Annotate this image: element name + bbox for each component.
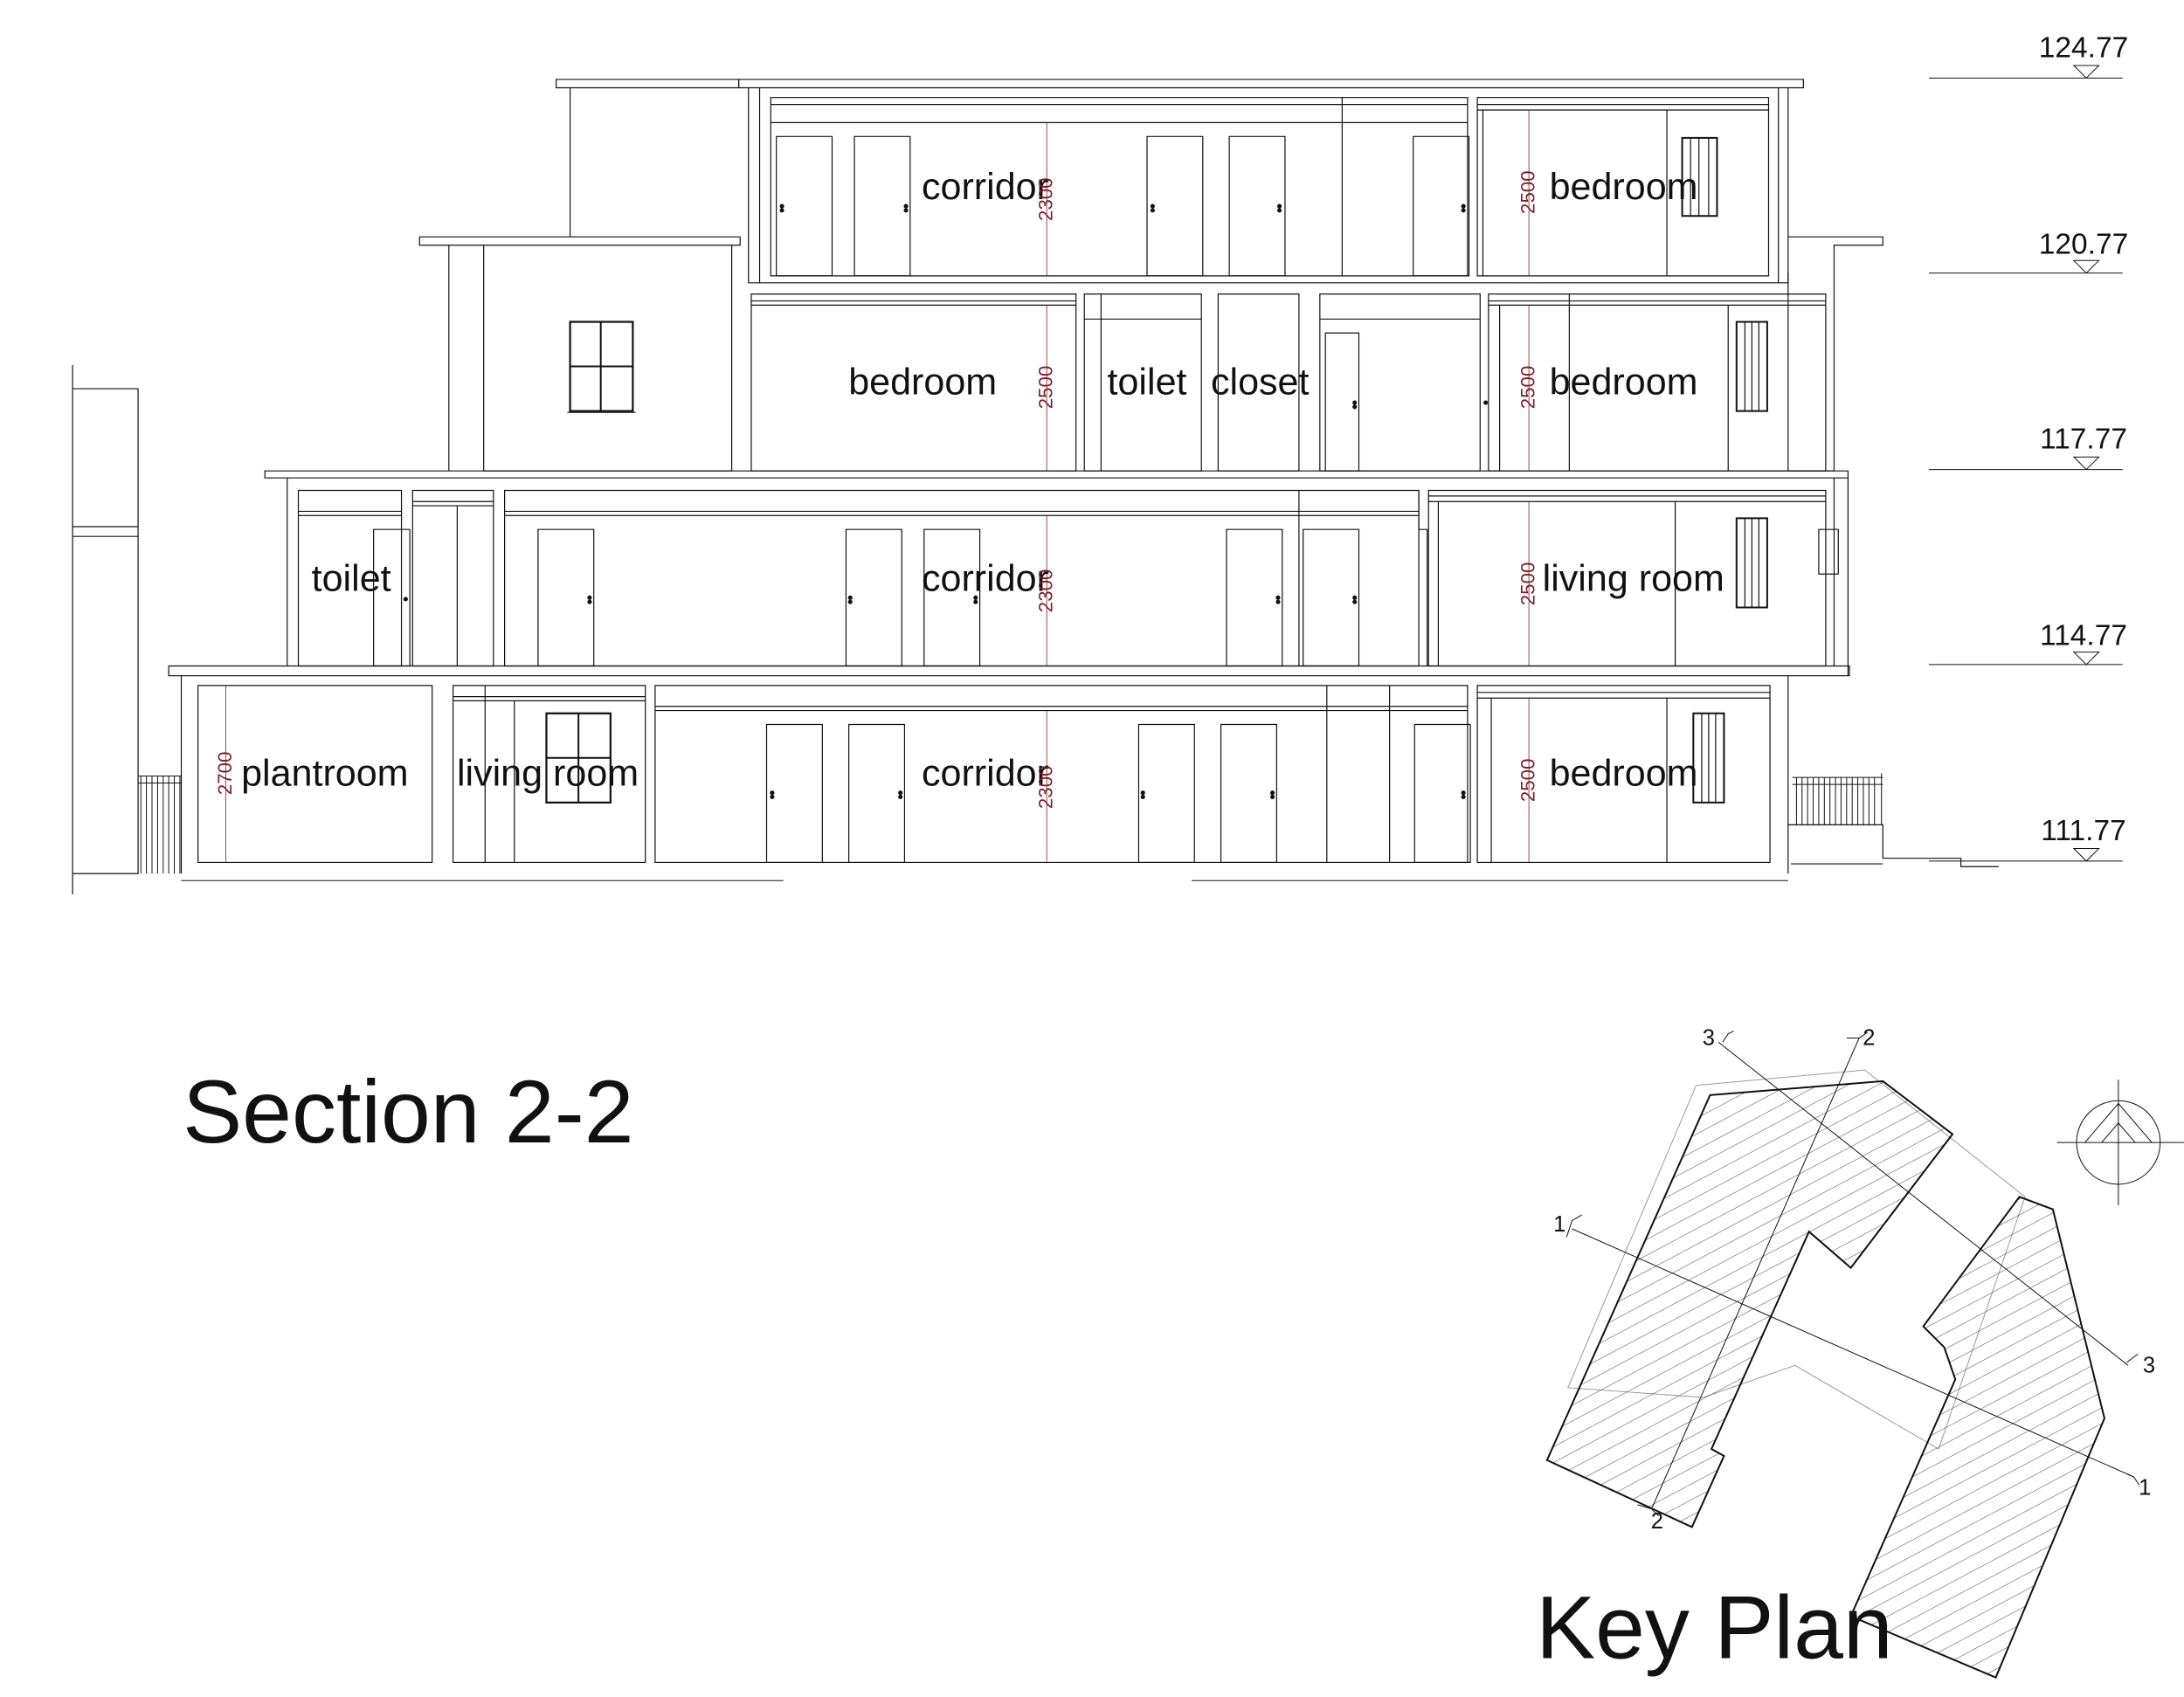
- key-plan-title: Key Plan: [1536, 1577, 1893, 1677]
- neighbour-building: [73, 365, 138, 894]
- dim-ground-bedroom: 2500: [1517, 758, 1538, 802]
- left-railing: [138, 776, 181, 874]
- room-label-ground-living-room: living room: [457, 753, 639, 795]
- ground-floor: [198, 686, 1770, 863]
- dim-second-bedroom-left: 2500: [1035, 366, 1057, 410]
- dimension-lines: [226, 110, 1530, 862]
- level-markers: [1929, 66, 2123, 861]
- right-railing: [1793, 773, 1883, 824]
- level-label-3: 117.77: [2040, 424, 2127, 456]
- cut-label-1-start: 1: [1553, 1212, 1565, 1237]
- room-label-third-living-room: living room: [1543, 557, 1724, 599]
- dim-top-corridor: 2300: [1035, 177, 1057, 221]
- dim-third-corridor: 2300: [1035, 569, 1057, 613]
- outer-shell: [169, 79, 1999, 873]
- cut-label-3-end: 3: [2143, 1353, 2155, 1377]
- level-label-1: 124.77: [2039, 31, 2128, 64]
- room-label-second-toilet: toilet: [1108, 361, 1187, 403]
- level-label-4: 114.77: [2040, 620, 2127, 652]
- dim-top-bedroom: 2500: [1517, 170, 1538, 214]
- dimension-labels: 2300 2500 2500 2500 2300 2500 2700 2300 …: [214, 170, 1539, 809]
- third-floor: [299, 491, 1826, 666]
- level-label-2: 120.77: [2039, 228, 2128, 260]
- room-label-third-toilet: toilet: [312, 557, 391, 599]
- dim-second-bedroom-right: 2500: [1517, 366, 1538, 410]
- stair-block-window: [567, 322, 635, 413]
- dim-ground-plantroom: 2700: [214, 752, 236, 796]
- room-label-third-corridor: corridor: [922, 557, 1049, 599]
- second-floor: [751, 294, 1826, 472]
- room-label-ground-corridor: corridor: [922, 753, 1049, 795]
- room-labels: corridor bedroom bedroom toilet closet b…: [241, 166, 1724, 795]
- room-label-second-bedroom-left: bedroom: [848, 361, 997, 403]
- building-wing: [1851, 1197, 2105, 1677]
- north-arrow-icon: [2057, 1080, 2184, 1205]
- room-label-top-corridor: corridor: [922, 166, 1049, 208]
- room-label-second-bedroom-right: bedroom: [1550, 361, 1698, 403]
- building-section: [73, 79, 1999, 894]
- top-floor: [771, 98, 1768, 276]
- dim-third-living-room: 2500: [1517, 562, 1538, 606]
- room-label-ground-plantroom: plantroom: [241, 753, 408, 795]
- level-label-5: 111.77: [2041, 815, 2126, 847]
- section-title: Section 2-2: [183, 1062, 633, 1162]
- cut-label-3-start: 3: [1703, 1025, 1715, 1050]
- cut-label-1-end: 1: [2139, 1476, 2151, 1500]
- section-cut-lines: [1566, 1031, 2139, 1515]
- key-plan: 1 1 2 2 3 3 Key Plan: [1536, 1025, 2184, 1677]
- room-label-second-closet: closet: [1211, 361, 1310, 403]
- dim-ground-corridor: 2300: [1035, 765, 1057, 809]
- cut-label-2-start: 2: [1863, 1025, 1875, 1050]
- building-footprint: [1547, 1081, 1952, 1527]
- room-label-ground-bedroom: bedroom: [1550, 753, 1698, 795]
- cut-label-2-end: 2: [1651, 1509, 1663, 1534]
- room-label-top-bedroom: bedroom: [1550, 166, 1698, 208]
- door-handles: [403, 204, 1489, 800]
